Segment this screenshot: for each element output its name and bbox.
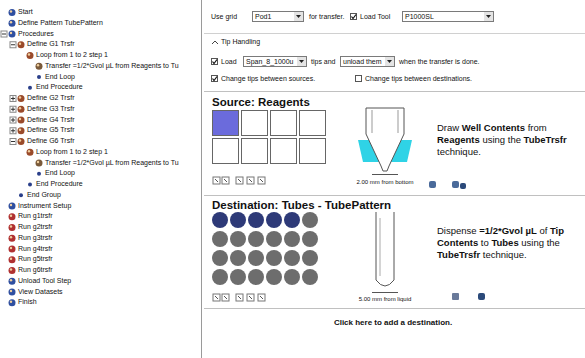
tree-item: Run g6trsfr [18, 266, 53, 274]
description-text: Dispense [437, 225, 477, 236]
separator [204, 91, 585, 92]
tree-item: Run g1trsfr [18, 212, 53, 220]
add-destination-link: Click here to add a destination. [334, 318, 452, 327]
checkbox [211, 75, 218, 82]
tree-item: End Group [27, 191, 61, 199]
tree-item: Run g4trsfr [18, 245, 53, 253]
tree-item: View Datasets [18, 288, 63, 296]
section-heading: Source: Reagents [212, 96, 310, 109]
dropdown: Pod1 [252, 11, 304, 22]
separator [204, 195, 585, 196]
tree-item: Define G1 Trsfr [27, 40, 74, 48]
toolbar-icons [213, 177, 265, 301]
dropdown-value: Pod1 [255, 13, 271, 21]
tube-figure [372, 212, 398, 293]
tree-item: Define G2 Trsfr [27, 94, 74, 102]
panel-divider [201, 0, 202, 358]
tree-item: Run g5trsfr [18, 255, 53, 263]
description-text: technique. [483, 249, 527, 260]
tree-item: Instrument Setup [18, 202, 71, 210]
tree-item: Define G6 Trsfr [27, 137, 74, 145]
pipette-tip [358, 108, 412, 175]
checkbox [211, 58, 218, 65]
ui-text: Load [221, 58, 237, 66]
description-text: using the [482, 134, 521, 145]
parameter-text: Tubes [491, 237, 518, 248]
parameter-text: Well Contents [462, 122, 525, 133]
dropdown: Span_8_1000u [243, 56, 307, 67]
section-title: Tip Handling [221, 38, 260, 46]
parameter-text: TubeTrsfr [524, 134, 567, 145]
section-heading: Destination: Tubes - TubePattern [212, 199, 391, 212]
tree-item: Loop from 1 to 2 step 1 [36, 51, 108, 59]
dropdown: unload them [340, 56, 395, 67]
tree-item: Run g2trsfr [18, 223, 53, 231]
ui-text: for transfer. [309, 13, 344, 21]
ui-text: when the transfer is done. [399, 58, 480, 66]
dropdown: P1000SL [402, 11, 494, 22]
tree-item: Define G3 Trsfr [27, 105, 74, 113]
step-description: Draw Well Contents from Reagents using t… [437, 122, 579, 158]
step-description: Dispense =1/2*Gvol µL of Tip Contents to… [437, 225, 579, 261]
collapse-caret [212, 41, 218, 44]
tree-item: End Loop [45, 169, 75, 177]
tree-item: End Procedure [36, 83, 83, 91]
tree-item: Transfer =1/2*Gvol µL from Reagents to T… [45, 159, 179, 167]
description-text: technique. [437, 146, 481, 157]
tree-item: Unload Tool Step [18, 277, 71, 285]
parameter-text: TubeTrsfr [437, 249, 480, 260]
dropdown-value: Span_8_1000u [246, 58, 294, 66]
source-rack [213, 111, 326, 164]
description-text: using the [521, 237, 560, 248]
description-text: to [481, 237, 489, 248]
parameter-text: Reagents [437, 134, 480, 145]
ui-text: Load Tool [360, 13, 390, 21]
tree-item: Loop from 1 to 2 step 1 [36, 148, 108, 156]
separator [204, 308, 585, 309]
parameter-text: =1/2*Gvol µL [479, 225, 536, 236]
checkbox [355, 75, 362, 82]
tree-item: Finish [18, 298, 37, 306]
description-text: of [539, 225, 547, 236]
tree-item: Procedures [18, 30, 54, 38]
tree-item: Define Pattern TubePattern [18, 19, 103, 27]
tree-item: Run g3trsfr [18, 234, 53, 242]
ui-text: tips and [311, 58, 336, 66]
tree-item: End Loop [45, 73, 75, 81]
tree-item: Start [18, 8, 33, 16]
tree-item: Define G5 Trsfr [27, 126, 74, 134]
ui-text: Use grid [211, 13, 237, 21]
description-text: Draw [437, 122, 459, 133]
height-note: 2.00 mm from bottom [356, 179, 413, 186]
ui-text: Change tips between sources. [221, 75, 315, 83]
dropdown-value: P1000SL [405, 13, 434, 21]
tube-grid [212, 212, 318, 285]
tree-item: End Procedure [36, 180, 83, 188]
tree-item: Define G4 Trsfr [27, 116, 74, 124]
checkbox [350, 13, 357, 20]
separator [204, 33, 585, 34]
description-text: from [528, 122, 547, 133]
ui-text: Change tips between destinations. [365, 75, 472, 83]
height-note: 5.00 mm from liquid [359, 296, 412, 303]
dropdown-value: unload them [343, 58, 382, 66]
tree-item: Transfer =1/2*Gvol µL from Reagents to T… [45, 62, 179, 70]
